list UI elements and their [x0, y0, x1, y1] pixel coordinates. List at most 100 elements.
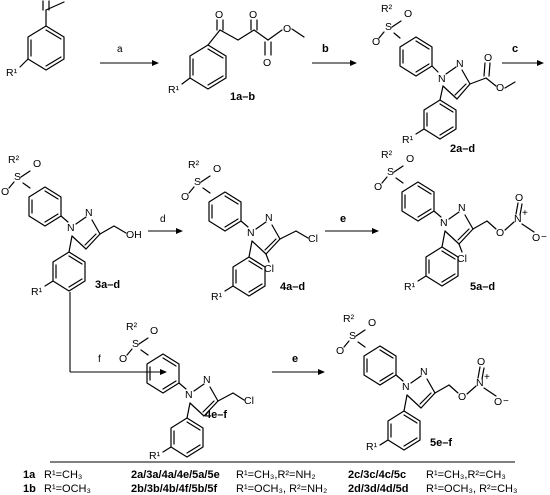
oxygen-label: O: [406, 153, 414, 165]
arrow-step-e-upper: e: [325, 213, 379, 234]
oxygen-label: O: [249, 9, 257, 21]
nitrogen-label: N: [458, 202, 466, 214]
r1-label: R¹: [211, 291, 223, 303]
legend-compound-group-d: 2d/3d/4d/5d: [348, 483, 409, 495]
reagent-e: e: [340, 213, 346, 225]
r1-label: R¹: [31, 286, 43, 298]
nitrogen-label: N: [185, 389, 193, 401]
plus-charge: +: [484, 372, 490, 383]
r2-label: R²: [8, 154, 20, 166]
chlorine-label: Cl: [244, 395, 254, 407]
structure-3ad: R² O S O N N OH R¹ 3a–d: [1, 154, 142, 298]
structure-4ad: R² O S O N N Cl Cl R¹ 4a–d: [181, 159, 318, 303]
chlorine-label: Cl: [457, 253, 467, 265]
oxygen-label: O: [215, 9, 223, 21]
sulfur-label: S: [132, 338, 139, 350]
oxygen-label: O: [374, 181, 382, 193]
oxygen-label: O: [263, 57, 271, 69]
r1-label: R¹: [366, 441, 378, 453]
oxygen-label: O: [494, 396, 502, 408]
r1-label: R¹: [404, 281, 416, 293]
sulfur-label: S: [194, 176, 201, 188]
oxygen-label: O: [368, 317, 376, 329]
legend-substituent-group-a: R¹=CH₃,R²=NH₂: [236, 469, 316, 481]
compound-label-5ad: 5a–d: [470, 281, 495, 293]
compound-label-1ab: 1a–b: [230, 91, 255, 103]
hydroxyl-label: OH: [126, 229, 142, 241]
sulfur-label: S: [349, 330, 356, 342]
reagent-f: f: [98, 354, 101, 365]
chlorine-label: Cl: [264, 263, 274, 275]
nitrogen-label: N: [67, 222, 75, 234]
plus-charge: +: [522, 208, 528, 219]
oxygen-label: O: [283, 23, 291, 35]
arrow-step-b: b: [312, 43, 357, 66]
nitrogen-label: N: [402, 381, 410, 393]
legend-substituent-group-d: R¹=OCH₃, R²=CH₃: [426, 483, 517, 495]
structure-1ab: R¹ O O O O 1a–b: [168, 9, 305, 103]
compound-label-2ad: 2a–d: [450, 143, 475, 155]
sulfur-label: S: [387, 166, 394, 178]
compound-label-4ef: 4e–f: [205, 409, 227, 421]
sulfur-label: S: [385, 21, 392, 33]
compound-label-4ad: 4a–d: [280, 281, 305, 293]
nitrogen-label: N: [420, 366, 428, 378]
chlorine-label: Cl: [308, 233, 318, 245]
sulfur-label: S: [14, 171, 21, 183]
nitrogen-label: N: [456, 58, 464, 70]
legend-substituent-group-b: R¹=OCH₃, R²=NH₂: [236, 483, 327, 495]
oxygen-label: O: [1, 186, 9, 198]
oxygen-label: O: [404, 8, 412, 20]
reagent-e: e: [292, 353, 298, 365]
legend-substituent-1a: R¹=CH₃: [44, 469, 82, 481]
oxygen-label: O: [515, 192, 523, 204]
reagent-b: b: [322, 43, 329, 55]
compound-label-3ad: 3a–d: [95, 279, 120, 291]
nitrogen-label: N: [247, 227, 255, 239]
oxygen-label: O: [372, 36, 380, 48]
arrow-step-c: c: [502, 43, 544, 66]
r1-label: R¹: [168, 84, 180, 96]
legend-compound-group-a: 2a/3a/4a/4e/5a/5e: [131, 469, 220, 481]
nitrogen-label: N: [85, 207, 93, 219]
oxygen-label: O: [119, 353, 127, 365]
legend-compound-1a: 1a: [23, 469, 36, 481]
oxygen-label: O: [181, 191, 189, 203]
r2-label: R²: [188, 159, 200, 171]
oxygen-label: O: [458, 391, 466, 403]
arrow-step-a: a: [100, 44, 159, 66]
minus-charge: −: [503, 396, 509, 407]
reagent-c: c: [512, 43, 518, 55]
oxygen-label: O: [33, 158, 41, 170]
nitrogen-label: N: [440, 217, 448, 229]
nitrogen-label: N: [476, 377, 484, 389]
r2-label: R²: [343, 313, 355, 325]
oxygen-label: O: [484, 52, 492, 64]
structure-2ad: R² O S O N N O O R¹ 2a–d: [372, 3, 516, 155]
reagent-a: a: [117, 44, 123, 55]
structure-5ad: R² O S O N N O N + O − O Cl: [374, 149, 547, 293]
legend-substituent-1b: R¹=OCH₃: [44, 483, 91, 495]
arrow-step-d: d: [148, 214, 183, 234]
nitrogen-label: N: [203, 374, 211, 386]
substituent-legend: 1a R¹=CH₃ 1b R¹=OCH₃ 2a/3a/4a/4e/5a/5e R…: [23, 461, 517, 495]
r2-label: R²: [381, 3, 393, 15]
arrow-step-e-lower: e: [272, 353, 325, 375]
nitrogen-label: N: [514, 213, 522, 225]
r1-label: R¹: [402, 134, 414, 146]
legend-compound-1b: 1b: [23, 483, 36, 495]
arrow-step-f: f: [69, 292, 167, 375]
legend-compound-group-c: 2c/3c/4c/5c: [348, 469, 406, 481]
structure-4ef: R² O S O N N Cl R¹ 4e–f: [119, 321, 254, 462]
oxygen-label: O: [477, 356, 485, 368]
legend-substituent-group-c: R¹=CH₃,R²=CH₃: [426, 469, 506, 481]
reagent-d: d: [160, 214, 166, 225]
structure-5ef: R² O S O N N O N + O − O R¹: [336, 313, 509, 453]
oxygen-label: O: [150, 325, 158, 337]
oxygen-label: O: [496, 82, 504, 94]
r1-label: R¹: [6, 67, 18, 79]
nitrogen-label: N: [265, 212, 273, 224]
oxygen-label: O: [213, 163, 221, 175]
legend-compound-group-b: 2b/3b/4b/4f/5b/5f: [131, 483, 218, 495]
oxygen-label: O: [336, 345, 344, 357]
